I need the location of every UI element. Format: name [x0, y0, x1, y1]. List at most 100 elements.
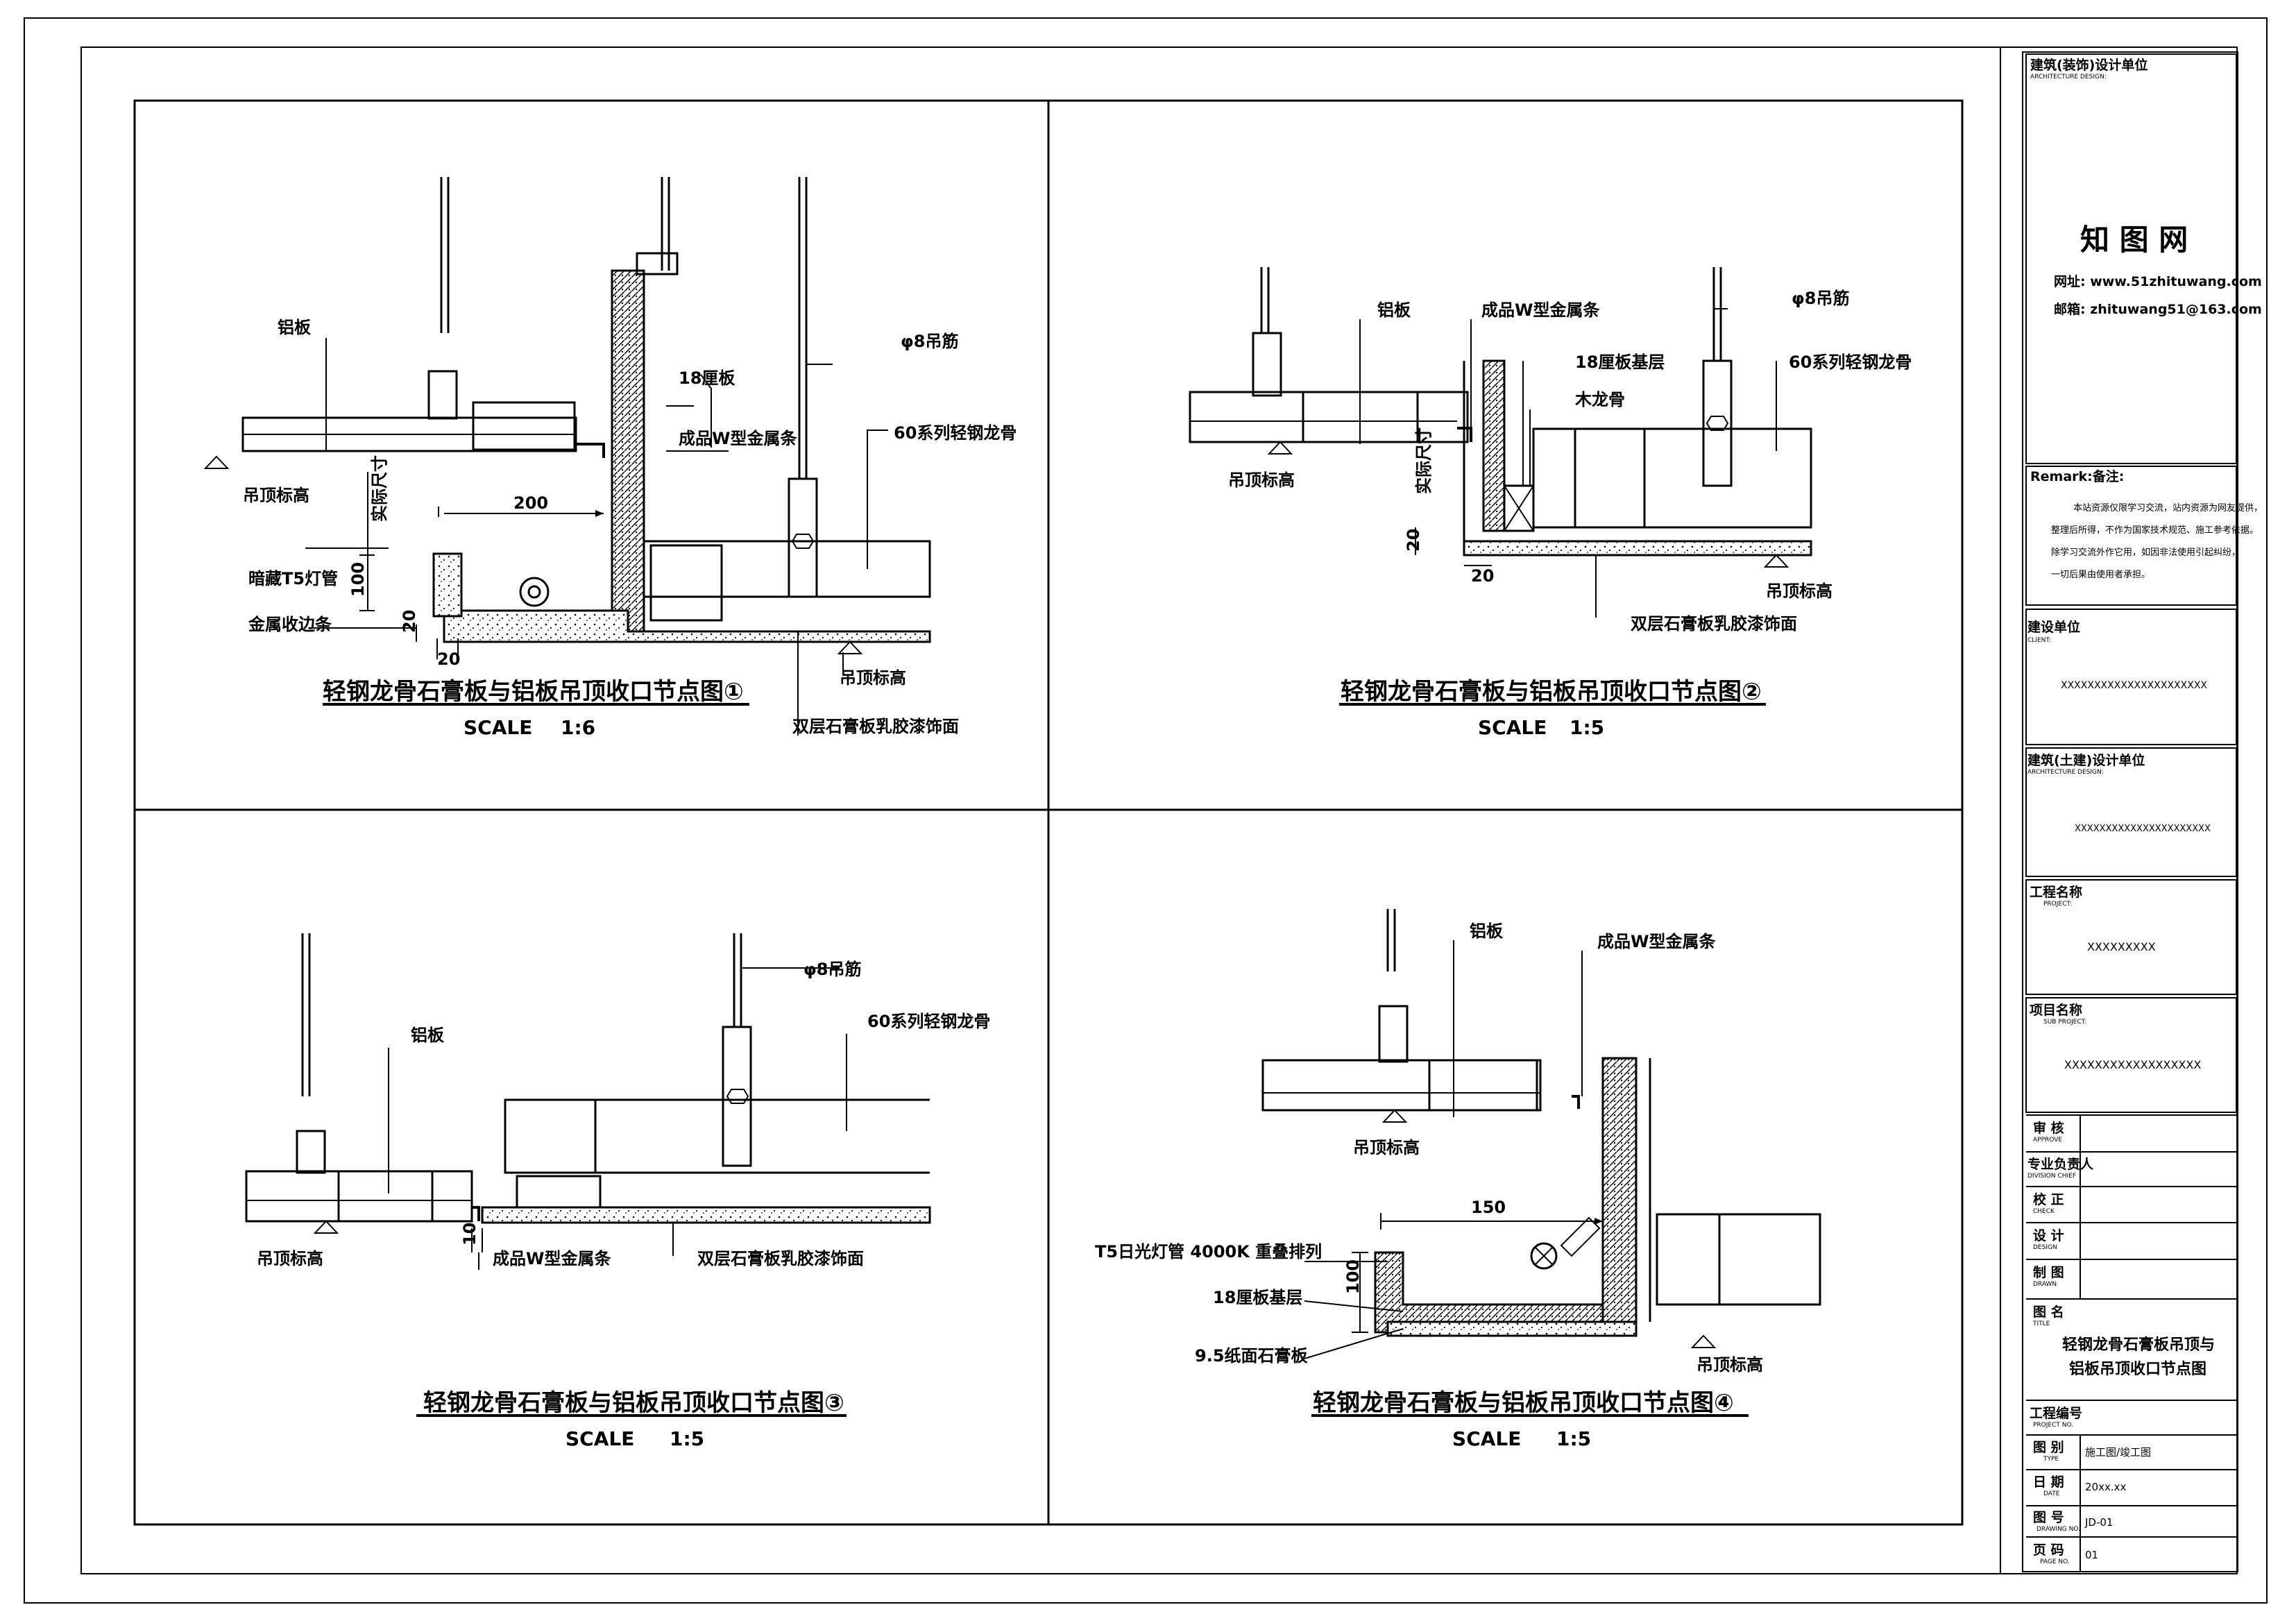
tb-design-unit: 建筑(装饰)设计单位	[2030, 57, 2148, 73]
tb-drawing-name-2: 铝板吊顶收口节点图	[2069, 1360, 2206, 1378]
d1-hidden-light-label: 暗藏T5灯管	[248, 569, 338, 588]
d2-plywood-base-label: 18厘板基层	[1575, 352, 1665, 372]
tb-row-check-en: CHECK	[2033, 1208, 2055, 1215]
detail-2	[1189, 267, 1812, 706]
tb-row-division: 专业负责人	[2027, 1156, 2094, 1172]
d3-scale-label: SCALE	[566, 1427, 634, 1450]
d1-metal-edge-label: 金属收边条	[248, 615, 332, 634]
tb-date-label: 日 期	[2033, 1475, 2064, 1490]
tb-civil-value: XXXXXXXXXXXXXXXXXXXXXX	[2075, 824, 2211, 834]
d2-dim-20a: 20	[1404, 529, 1423, 552]
d4-title: 轻钢龙骨石膏板与铝板吊顶收口节点图④	[1313, 1389, 1734, 1417]
d4-t5-light-label: T5日光灯管 4000K 重叠排列	[1095, 1242, 1322, 1261]
d2-wood-keel-label: 木龙骨	[1574, 390, 1625, 409]
tb-client-label: 建设单位	[2027, 619, 2080, 635]
d4-scale-value: 1:5	[1556, 1427, 1591, 1450]
tb-subproject-label: 项目名称	[2030, 1002, 2082, 1018]
tb-client-value: XXXXXXXXXXXXXXXXXXXXXX	[2061, 680, 2207, 691]
tb-row-approve: 审 核	[2033, 1120, 2064, 1136]
tb-remark-title: Remark:备注:	[2030, 468, 2124, 484]
d2-ceiling-level-right-label: 吊顶标高	[1766, 581, 1832, 601]
tb-date-en: DATE	[2043, 1490, 2060, 1497]
d2-dim-20b: 20	[1471, 566, 1494, 586]
d4-dim-150: 150	[1471, 1198, 1506, 1217]
tb-design-unit-en: ARCHITECTURE DESIGN:	[2030, 74, 2107, 80]
d1-ceiling-level-left-label: 吊顶标高	[243, 486, 309, 505]
d4-aluminum-label: 铝板	[1470, 921, 1504, 941]
tb-type-en: TYPE	[2043, 1456, 2059, 1463]
d1-w-strip-label: 成品W型金属条	[679, 429, 797, 448]
d3-gypsum-label: 双层石膏板乳胶漆饰面	[697, 1249, 864, 1268]
d1-plywood-label: 18厘板	[679, 368, 735, 388]
d3-w-strip-label: 成品W型金属条	[493, 1249, 611, 1268]
d2-ceiling-level-left-label: 吊顶标高	[1228, 470, 1295, 490]
tb-row-division-en: DIVISION CHIEF	[2027, 1173, 2076, 1180]
tb-drawing-name-label: 图 名	[2033, 1304, 2064, 1320]
tb-project-no-label: 工程编号	[2030, 1405, 2082, 1421]
tb-email: 邮箱: zhituwang51@163.com	[2054, 301, 2262, 317]
tb-drawing-name-1: 轻钢龙骨石膏板吊顶与	[2062, 1336, 2215, 1354]
d3-scale-value: 1:5	[670, 1427, 704, 1450]
detail-3	[245, 933, 931, 1417]
d4-scale-label: SCALE	[1452, 1427, 1521, 1450]
tb-project-label: 工程名称	[2030, 884, 2082, 900]
tb-company: 知 图 网	[2080, 223, 2188, 257]
d3-keel-label: 60系列轻钢龙骨	[867, 1012, 990, 1031]
d3-dim-10: 10	[460, 1223, 479, 1246]
tb-remark-line-1: 本站资源仅限学习交流，站内资源为网友提供，	[2073, 502, 2263, 513]
d1-scale-label: SCALE	[464, 716, 532, 739]
tb-type-label: 图 别	[2033, 1440, 2064, 1455]
d1-dim-20b: 20	[437, 649, 460, 669]
tb-page-label: 页 码	[2033, 1543, 2064, 1558]
detail-1	[203, 177, 931, 736]
d1-actual-size-label: 实际尺寸	[370, 455, 389, 522]
d2-title: 轻钢龙骨石膏板与铝板吊顶收口节点图②	[1341, 678, 1762, 706]
d1-gypsum-label: 双层石膏板乳胶漆饰面	[792, 717, 959, 736]
d1-dim-200: 200	[513, 493, 548, 513]
d1-scale-value: 1:6	[561, 716, 595, 739]
tb-remark-line-3: 除学习交流外作它用，如因非法使用引起纠纷，	[2051, 547, 2240, 558]
d3-rod-label: φ8吊筋	[803, 960, 861, 979]
d1-keel-label: 60系列轻钢龙骨	[894, 423, 1017, 443]
d3-aluminum-label: 铝板	[411, 1026, 445, 1045]
tb-drawing-name-en: TITLE	[2032, 1320, 2050, 1327]
d1-aluminum-label: 铝板	[278, 318, 312, 337]
d4-plywood-base-label: 18厘板基层	[1213, 1288, 1302, 1307]
tb-remark-line-4: 一切后果由使用者承担。	[2051, 569, 2150, 580]
d2-gypsum-label: 双层石膏板乳胶漆饰面	[1631, 614, 1797, 634]
d4-w-strip-label: 成品W型金属条	[1597, 932, 1716, 951]
tb-drawing-no-label: 图 号	[2033, 1510, 2064, 1525]
detail-4	[1261, 909, 1821, 1417]
tb-row-drawn-en: DRAWN	[2033, 1281, 2057, 1288]
tb-subproject-value: XXXXXXXXXXXXXXXXXX	[2064, 1058, 2201, 1071]
d3-title: 轻钢龙骨石膏板与铝板吊顶收口节点图③	[423, 1389, 844, 1417]
d4-dim-100: 100	[1343, 1259, 1363, 1294]
tb-row-design: 设 计	[2033, 1228, 2064, 1243]
tb-civil-label-en: ARCHITECTURE DESIGN:	[2027, 769, 2104, 776]
d4-ceiling-level-right-label: 吊顶标高	[1697, 1355, 1763, 1375]
d1-ceiling-level-right-label: 吊顶标高	[840, 668, 906, 688]
d2-aluminum-label: 铝板	[1377, 300, 1411, 320]
tb-client-label-en: CLIENT:	[2027, 637, 2051, 644]
outer-frame	[24, 17, 2268, 1604]
tb-website: 网址: www.51zhituwang.com	[2054, 274, 2262, 289]
tb-subproject-label-en: SUB PROJECT:	[2043, 1019, 2086, 1026]
tb-project-no-en: PROJECT NO.	[2033, 1422, 2073, 1429]
d1-dim-100: 100	[348, 562, 368, 597]
tb-drawing-no-en: DRAWING NO.	[2036, 1526, 2080, 1533]
tb-remark-line-2: 整理后所得，不作为国家技术规范、施工参考依据。	[2051, 525, 2259, 536]
d1-dim-20a: 20	[400, 610, 419, 633]
tb-drawing-no-value: JD-01	[2084, 1516, 2113, 1529]
tb-row-design-en: DESIGN	[2033, 1244, 2057, 1251]
tb-project-label-en: PROJECT:	[2043, 901, 2072, 908]
d1-title: 轻钢龙骨石膏板与铝板吊顶收口节点图①	[323, 678, 744, 706]
d2-scale-label: SCALE	[1478, 716, 1547, 739]
d2-scale-value: 1:5	[1570, 716, 1604, 739]
tb-row-check: 校 正	[2033, 1191, 2064, 1207]
tb-row-approve-en: APPROVE	[2033, 1137, 2062, 1144]
title-block	[2022, 51, 2238, 1572]
d2-w-strip-label: 成品W型金属条	[1481, 300, 1600, 320]
d4-ceiling-level-left-label: 吊顶标高	[1353, 1138, 1420, 1157]
tb-civil-label: 建筑(土建)设计单位	[2027, 752, 2145, 768]
